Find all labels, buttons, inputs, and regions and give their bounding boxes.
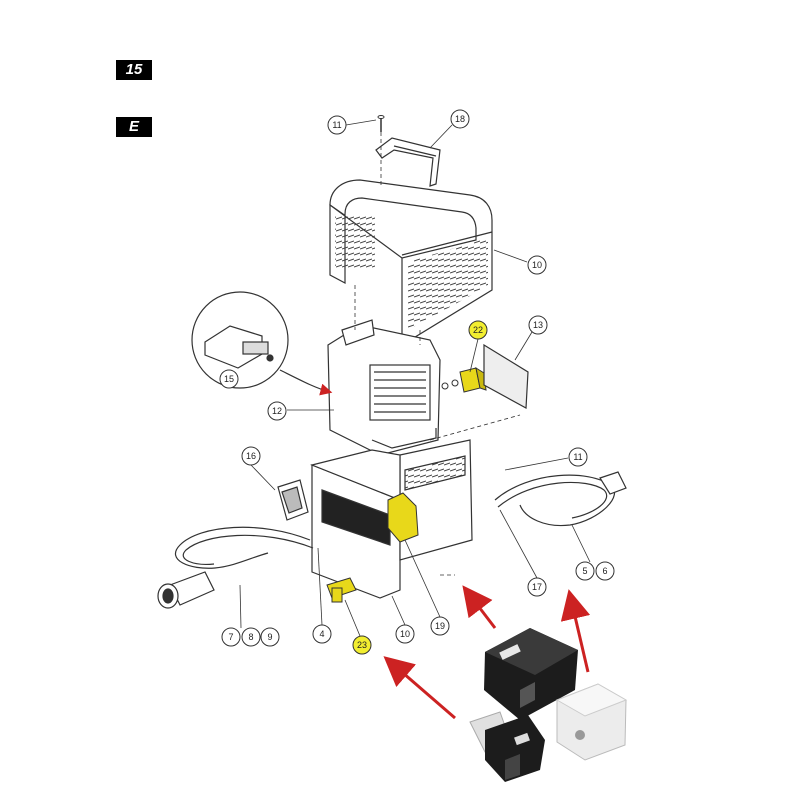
transformer: [327, 319, 441, 456]
callout-4: 4: [312, 624, 332, 644]
part-23-highlighted: [326, 577, 357, 603]
top-screw: [377, 115, 385, 132]
output-cord: [157, 526, 314, 609]
svg-text:17: 17: [532, 582, 542, 592]
svg-text:11: 11: [573, 452, 582, 462]
svg-text:10: 10: [400, 629, 410, 639]
callout-5: 5: [575, 561, 595, 581]
callout-16: 16: [241, 446, 261, 466]
callout-7: 7: [221, 627, 241, 647]
red-pointer-arrows: [383, 585, 591, 720]
svg-text:4: 4: [319, 629, 324, 639]
callout-17: 17: [527, 577, 547, 597]
callout-6: 6: [595, 561, 615, 581]
leader-lines: [239, 119, 591, 637]
part-22-highlighted: [459, 366, 487, 393]
callout-10-base: 10: [395, 624, 415, 644]
svg-text:22: 22: [473, 325, 483, 335]
callout-22-highlighted: 22: [468, 320, 488, 340]
section-letter-tag: E: [116, 117, 152, 137]
callout-23-highlighted: 23: [352, 635, 372, 655]
svg-text:8: 8: [248, 632, 253, 642]
svg-text:13: 13: [533, 320, 543, 330]
page-number-tag: 15: [116, 60, 152, 80]
callout-10-cover: 10: [527, 255, 547, 275]
callout-9: 9: [260, 627, 280, 647]
callout-11-top: 11: [327, 115, 347, 135]
handle: [375, 137, 441, 187]
callout-11-side: 11: [568, 447, 588, 467]
part-13-plate: [483, 343, 529, 409]
callout-12: 12: [267, 401, 287, 421]
svg-text:7: 7: [228, 632, 233, 642]
svg-text:9: 9: [267, 632, 272, 642]
ac-cord: [494, 471, 627, 527]
svg-text:23: 23: [357, 640, 367, 650]
svg-text:15: 15: [224, 374, 234, 384]
callout-8: 8: [241, 627, 261, 647]
svg-text:11: 11: [332, 120, 341, 130]
svg-text:19: 19: [435, 621, 445, 631]
svg-text:10: 10: [532, 260, 542, 270]
callout-13: 13: [528, 315, 548, 335]
photo-circuit-breaker: [469, 711, 545, 782]
washers: [441, 379, 459, 390]
svg-text:12: 12: [272, 406, 282, 416]
svg-text:5: 5: [582, 566, 587, 576]
callout-19: 19: [430, 616, 450, 636]
svg-text:18: 18: [455, 114, 465, 124]
assembly-lines: [354, 132, 521, 576]
svg-text:16: 16: [246, 451, 256, 461]
top-cover: [329, 179, 493, 347]
part-16-bracket: [277, 479, 309, 521]
svg-text:6: 6: [602, 566, 607, 576]
callout-15: 15: [219, 369, 239, 389]
callout-18: 18: [450, 109, 470, 129]
photo-rectifier-block: [555, 683, 628, 761]
part-19-highlighted: [387, 492, 419, 543]
inset-detail-15: [191, 291, 333, 396]
photo-rocker-switch: [484, 628, 578, 720]
